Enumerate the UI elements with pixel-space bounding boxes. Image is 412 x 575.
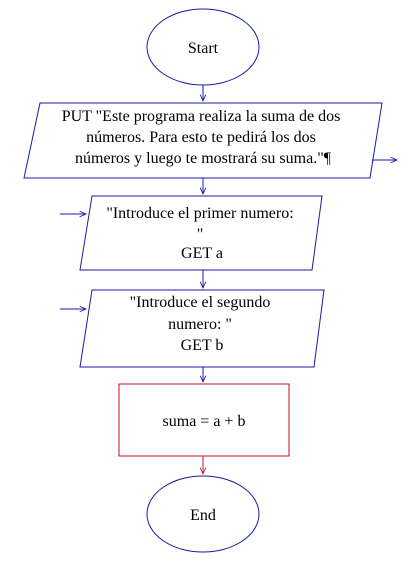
put-text: PUT "Este programa realiza la suma de do… <box>62 108 345 167</box>
get-a-node[interactable]: "Introduce el primer numero: " GET a <box>79 195 323 271</box>
end-ellipse <box>146 475 260 553</box>
start-label: Start <box>188 40 219 57</box>
put-line-2: números. Para esto te pedirá los dos <box>86 129 316 146</box>
process-rectangle <box>118 383 290 457</box>
get-b-parallelogram <box>79 289 325 368</box>
get-b-line-1: "Introduce el segundo <box>130 294 271 311</box>
process-label: suma = a + b <box>163 413 246 430</box>
get-a-line-3: GET a <box>181 245 223 262</box>
get-b-line-2: numero: " <box>168 316 232 333</box>
get-a-line-1: "Introduce el primer numero: <box>106 205 293 222</box>
get-b-line-3: GET b <box>181 337 224 354</box>
get-a-line-2: " <box>197 226 204 243</box>
start-node[interactable]: Start <box>146 8 260 86</box>
get-a-parallelogram <box>79 195 323 271</box>
get-b-text: "Introduce el segundo numero: " GET b <box>130 294 275 354</box>
get-a-text: "Introduce el primer numero: " GET a <box>106 205 297 262</box>
put-node[interactable]: PUT "Este programa realiza la suma de do… <box>23 102 383 179</box>
put-line-1: PUT "Este programa realiza la suma de do… <box>62 108 341 125</box>
end-node[interactable]: End <box>146 475 260 553</box>
process-node[interactable]: suma = a + b <box>118 383 290 457</box>
put-line-3: números y luego te mostrará su suma."¶ <box>75 150 332 167</box>
end-label: End <box>190 507 216 524</box>
get-b-node[interactable]: "Introduce el segundo numero: " GET b <box>79 289 325 368</box>
put-parallelogram <box>23 102 383 179</box>
